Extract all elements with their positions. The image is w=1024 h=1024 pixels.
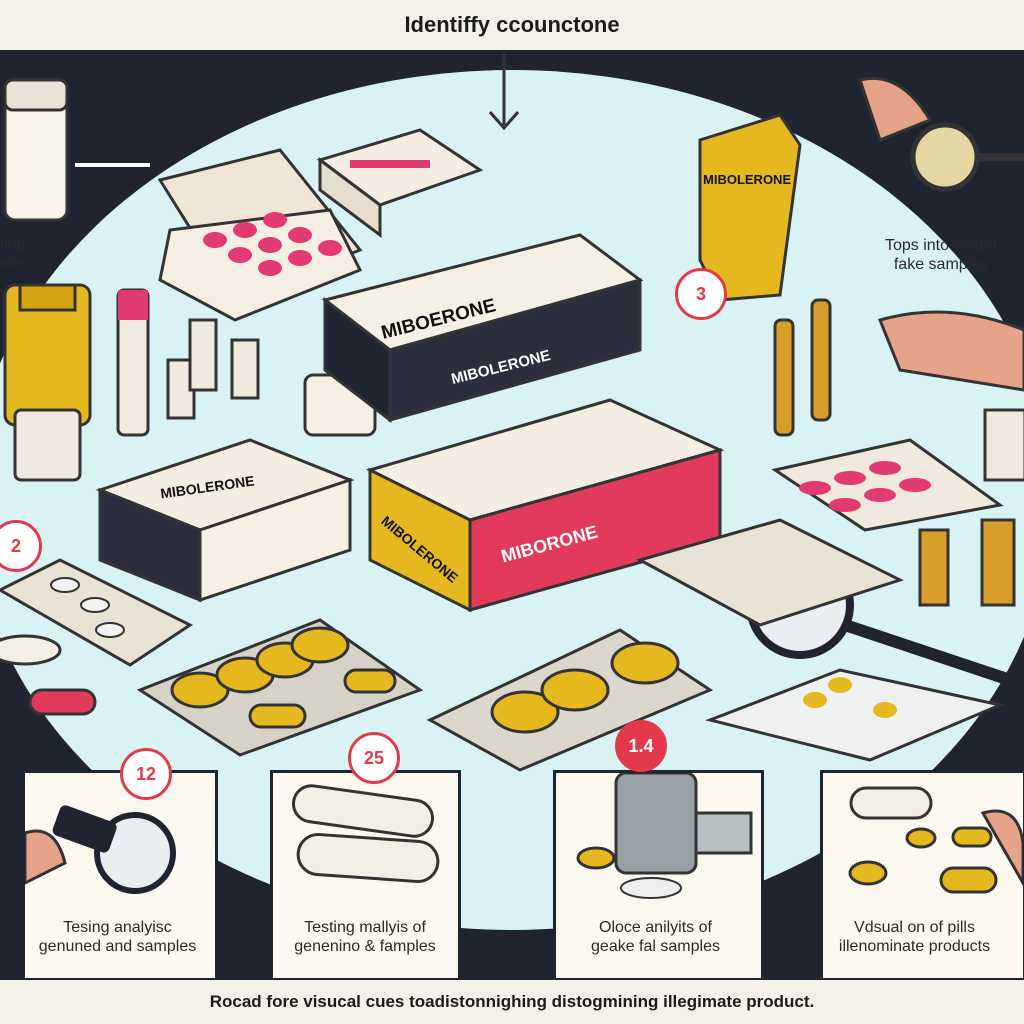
panel-2 <box>270 770 461 981</box>
step-badge: 12 <box>120 748 172 800</box>
box-label: MIBOLERONE <box>703 172 792 187</box>
product-box-3 <box>365 398 725 613</box>
step-badge: 2 <box>0 520 42 572</box>
pill-case <box>157 148 363 322</box>
panel-2-caption: Testing mallyis of genenino & famples <box>294 919 436 955</box>
panel-4 <box>820 770 1024 981</box>
panel-4-caption: Vdsual on of pills illenominate products <box>838 919 991 955</box>
footer-caption: Rocad fore visucal cues toadistonnighing… <box>0 980 1024 1024</box>
page-title: Identiffy ccounctone <box>404 12 620 37</box>
magnifier-icon <box>910 122 980 192</box>
product-box-2 <box>95 438 355 603</box>
panel-1 <box>22 770 218 981</box>
right-caption: Tops into anight fake samples <box>884 237 998 273</box>
product-box-4 <box>698 113 802 302</box>
product-box-1 <box>321 233 644 424</box>
step-badge: 25 <box>348 732 400 784</box>
panel-3 <box>553 770 764 981</box>
step-badge: 3 <box>675 268 727 320</box>
microscope-icon <box>614 773 698 875</box>
magnifier-icon <box>94 812 176 894</box>
panel-3-caption: Oloce anilyits of geake fal samples <box>591 919 720 955</box>
left-caption: ting rom <box>0 236 28 272</box>
step-badge: 1.4 <box>615 720 667 772</box>
panel-1-caption: Tesing analyisc genuned and samples <box>38 919 197 955</box>
